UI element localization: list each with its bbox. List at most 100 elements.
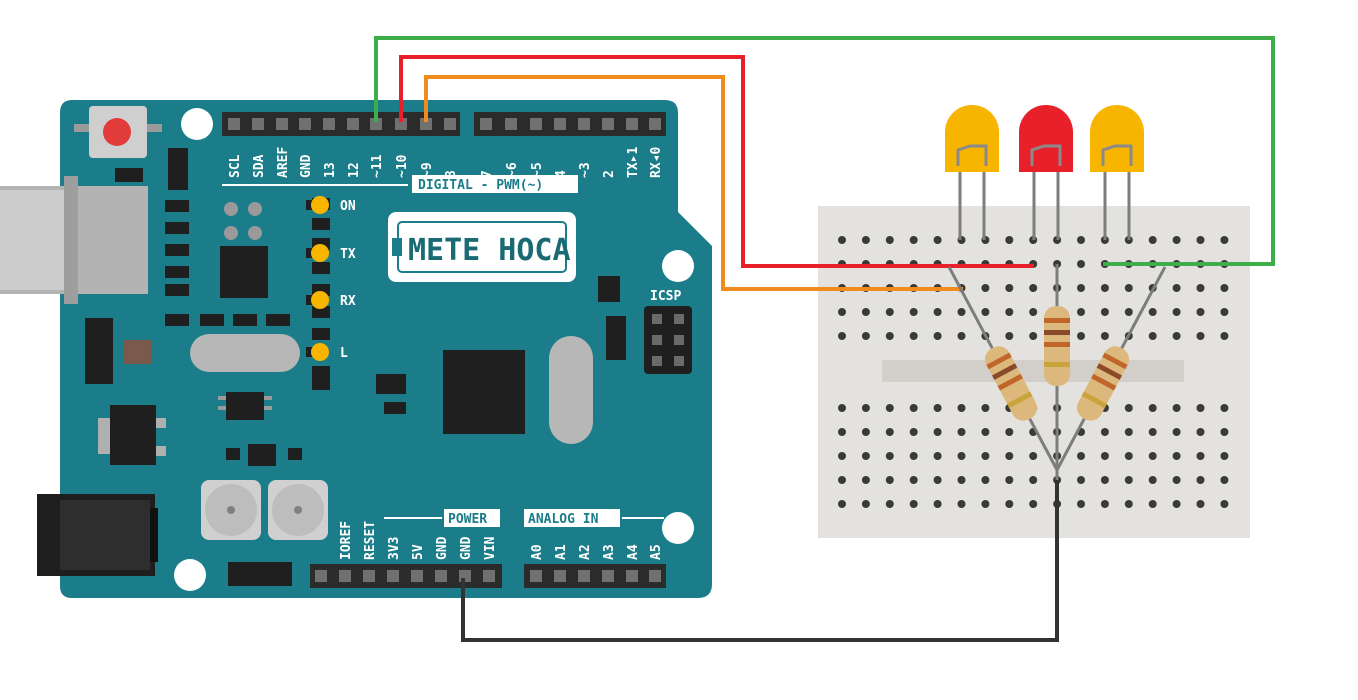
breadboard-hole (1005, 452, 1014, 460)
pin-socket (252, 118, 264, 130)
pin-label: SCL (228, 154, 243, 178)
breadboard-hole (861, 332, 870, 340)
breadboard-hole (1077, 452, 1085, 460)
wires (374, 36, 1275, 642)
breadboard-hole (885, 332, 894, 340)
pin-socket (626, 570, 638, 582)
breadboard-hole (1172, 332, 1181, 340)
breadboard-hole (1124, 476, 1133, 484)
breadboard-hole (1100, 332, 1109, 340)
breadboard-hole (981, 452, 990, 460)
breadboard-hole (1100, 284, 1109, 292)
breadboard-hole (1005, 236, 1014, 244)
led-pad (306, 295, 314, 305)
breadboard-hole (957, 500, 966, 508)
breadboard-hole (885, 236, 894, 244)
breadboard-hole (981, 476, 990, 484)
breadboard-hole (1196, 476, 1205, 484)
breadboard-hole (1077, 284, 1085, 292)
led-label: TX (340, 247, 356, 262)
breadboard-hole (861, 476, 870, 484)
breadboard-hole (861, 404, 870, 412)
pin-socket (370, 118, 382, 130)
breadboard-hole (838, 500, 846, 508)
breadboard-hole (957, 308, 966, 316)
pin-label: ~11 (370, 154, 385, 178)
pin-label: SDA (252, 154, 267, 178)
pin-label: AREF (276, 147, 291, 178)
pin-socket (444, 118, 456, 130)
icsp-label: ICSP (650, 289, 681, 304)
capacitor (268, 480, 328, 540)
status-led (311, 291, 329, 309)
pin-label: ~9 (420, 162, 435, 178)
breadboard-hole (981, 404, 990, 412)
pin-socket (554, 570, 566, 582)
power-section-banner: POWER (384, 509, 500, 527)
pin-socket (315, 570, 327, 582)
smd-components (85, 148, 626, 414)
breadboard-hole (909, 476, 918, 484)
breadboard-hole (1172, 452, 1181, 460)
breadboard-hole (1029, 332, 1038, 340)
breadboard-hole (1196, 500, 1205, 508)
breadboard-hole (1196, 308, 1205, 316)
breadboard-hole (909, 500, 918, 508)
test-pads (224, 202, 262, 240)
pin-label: A4 (626, 544, 641, 560)
breadboard-hole (957, 476, 966, 484)
pin-socket (578, 118, 590, 130)
power-jack (37, 494, 158, 576)
breadboard-hole (981, 308, 990, 316)
breadboard-hole (1100, 308, 1109, 316)
breadboard-hole (1148, 428, 1157, 436)
pin-label: ~10 (395, 154, 410, 178)
breadboard-hole (1220, 500, 1229, 508)
breadboard-hole (1220, 332, 1229, 340)
breadboard-hole (861, 308, 870, 316)
wire-pin11 (374, 36, 1275, 266)
breadboard-hole (1148, 452, 1157, 460)
wire-ground (461, 480, 1059, 642)
breadboard-hole (1148, 500, 1157, 508)
wire-pin10 (399, 55, 1034, 268)
reset-button[interactable] (74, 106, 162, 158)
led-red (1019, 105, 1073, 240)
breadboard-hole (1005, 476, 1014, 484)
pin-label: ~6 (505, 162, 520, 178)
breadboard-hole (981, 428, 990, 436)
breadboard-hole (957, 332, 966, 340)
pin-label: A5 (649, 544, 664, 560)
breadboard-hole (909, 332, 918, 340)
breadboard-hole (1196, 284, 1205, 292)
pin-socket (578, 570, 590, 582)
breadboard-hole (933, 452, 942, 460)
pin-label: A0 (530, 544, 545, 560)
pin-label: 13 (323, 162, 338, 178)
led-pad (306, 347, 314, 357)
pin-socket (483, 570, 495, 582)
pin-socket (228, 118, 240, 130)
analog-header (524, 564, 666, 588)
breadboard-hole (1005, 500, 1014, 508)
breadboard-hole (861, 428, 870, 436)
breadboard-hole (933, 404, 942, 412)
pin-label: RX◂0 (649, 147, 664, 178)
pin-label: ~5 (530, 162, 545, 178)
pin-label: 2 (602, 170, 617, 178)
breadboard-hole (1029, 308, 1038, 316)
pin-label: TX▸1 (626, 147, 641, 178)
pin-label: 3V3 (387, 537, 402, 560)
breadboard-hole (909, 428, 918, 436)
breadboard-hole (1196, 428, 1205, 436)
breadboard-hole (1148, 404, 1157, 412)
breadboard-hole (885, 452, 894, 460)
pin-socket (480, 118, 492, 130)
pin-socket (299, 118, 311, 130)
breadboard-hole (1005, 332, 1014, 340)
breadboard-divider (882, 360, 1184, 382)
status-led (311, 343, 329, 361)
